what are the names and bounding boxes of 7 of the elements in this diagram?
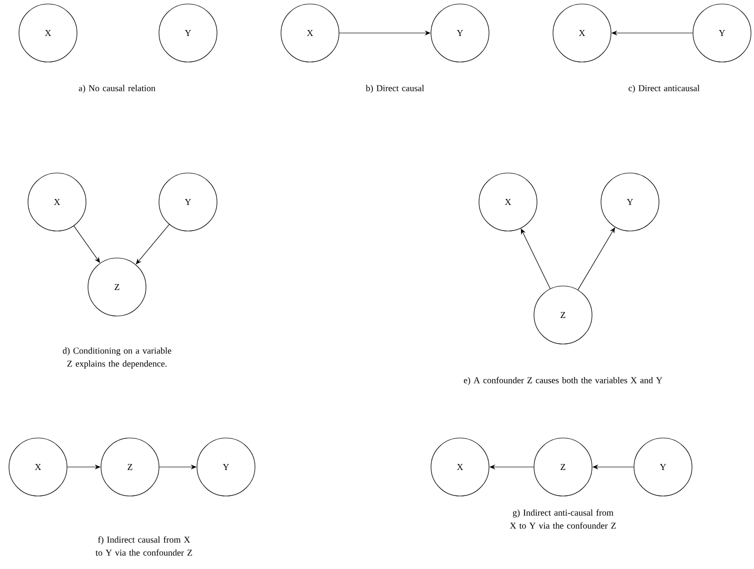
caption: b) Direct causal: [366, 84, 424, 94]
caption: d) Conditioning on a variable Z explains the dependence.: [62, 347, 172, 369]
caption: e) A confounder Z causes both the variables X and Y: [464, 376, 662, 386]
caption: c) Direct anticausal: [628, 84, 700, 94]
caption: g) Indirect anti-causal from X to Y via the confounder Z: [510, 509, 616, 529]
caption: f) Indirect causal from X to Y via the confounder Z: [96, 536, 192, 556]
caption: a) No causal relation: [78, 84, 156, 94]
